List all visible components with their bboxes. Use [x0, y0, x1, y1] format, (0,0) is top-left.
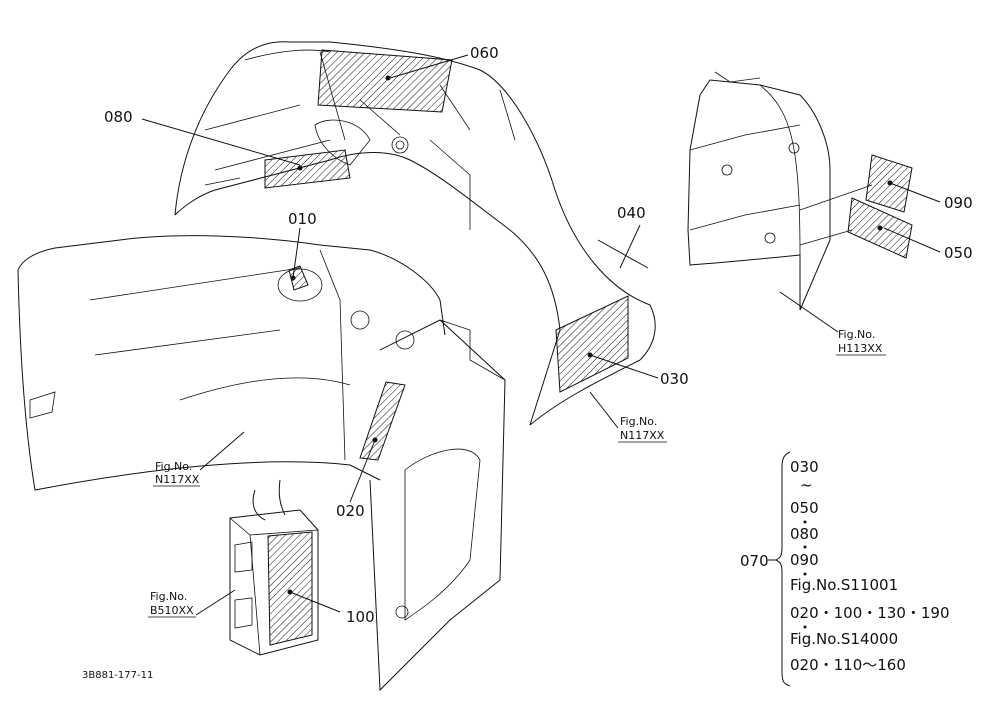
callout-060: 060 — [470, 44, 499, 62]
set-item: Fig.No.S14000 — [790, 630, 898, 648]
svg-text:B510XX: B510XX — [150, 604, 194, 617]
set-item: 080 — [790, 525, 819, 543]
set-item: 090 — [790, 551, 819, 569]
svg-text:Fig.No.: Fig.No. — [620, 415, 657, 428]
svg-text:Fig.No.: Fig.No. — [838, 328, 875, 341]
svg-text:H113XX: H113XX — [838, 342, 883, 355]
set-legend: 070 030 ~ 050 080 090 Fig.No.S11001 020・… — [740, 451, 950, 687]
part-020-shape — [359, 381, 406, 461]
set-item: 030 — [790, 458, 819, 476]
part-060-shape — [317, 49, 453, 113]
lower-panel-drawing — [17, 235, 506, 692]
fig-ref-n117xx-right: Fig.No. N117XX — [618, 415, 667, 443]
fig-ref-b510xx: Fig.No. B510XX — [148, 590, 196, 618]
svg-text:N117XX: N117XX — [620, 429, 665, 442]
callout-040: 040 — [617, 204, 646, 222]
fig-ref-n117xx-left: Fig.No. N117XX — [153, 460, 200, 487]
callout-030: 030 — [660, 370, 689, 388]
set-item: ~ — [800, 476, 813, 494]
part-080-shape — [264, 149, 351, 189]
part-dots — [287, 75, 893, 595]
part-030-shape — [555, 295, 629, 393]
set-item: Fig.No.S11001 — [790, 576, 898, 594]
callout-080: 080 — [104, 108, 133, 126]
svg-text:Fig.No.: Fig.No. — [155, 460, 192, 473]
upper-panel-drawing — [174, 41, 656, 426]
set-item: 050 — [790, 499, 819, 517]
callout-100: 100 — [346, 608, 375, 626]
svg-text:Fig.No.: Fig.No. — [150, 590, 187, 603]
set-item: 020・110～160 — [790, 656, 906, 674]
set-label-070: 070 — [740, 552, 769, 570]
callout-020: 020 — [336, 502, 365, 520]
side-cover-drawing — [687, 71, 913, 311]
callout-010: 010 — [288, 210, 317, 228]
leader-lines — [141, 54, 941, 616]
callout-090: 090 — [944, 194, 973, 212]
doc-number: 3B881-177-11 — [82, 670, 153, 681]
set-item: 020・100・130・190 — [790, 604, 950, 622]
fig-ref-h113xx: Fig.No. H113XX — [836, 328, 886, 356]
box-drawing — [229, 479, 319, 656]
part-100-shape — [267, 531, 313, 646]
svg-text:N117XX: N117XX — [155, 473, 200, 486]
callout-050: 050 — [944, 244, 973, 262]
